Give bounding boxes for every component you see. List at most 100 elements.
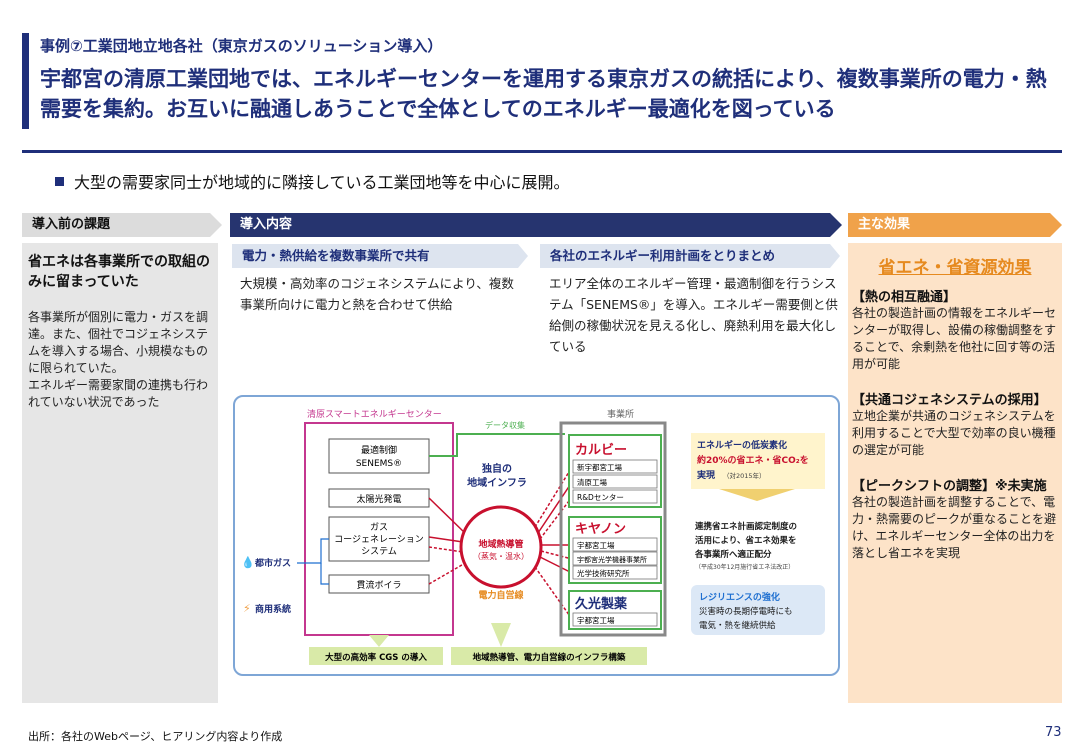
summary-bullet: 大型の需要家同士が地域的に隣接している工業団地等を中心に展開。	[55, 169, 570, 193]
callout-lowcarbon-arrow	[719, 489, 795, 501]
effects-list: 【熱の相互融通】 各社の製造計画の情報をエネルギーセンターが取得し、設備の稼働調…	[852, 286, 1058, 562]
energy-center-title: 清原スマートエネルギーセンター	[307, 408, 442, 420]
cgs-line-2: コージェネレーション	[334, 534, 424, 545]
bottom-arrow-2	[491, 623, 511, 647]
bottom-label-2-box	[451, 647, 647, 665]
source-note: 出所：各社のWebページ、ヒアリング内容より作成	[28, 730, 283, 743]
senems-box	[328, 438, 430, 474]
senems-line-2: SENEMS®	[356, 459, 402, 469]
gas-line-cgs	[297, 538, 329, 564]
bottom-label-1: 大型の高効率 CGS の導入	[325, 652, 427, 663]
cgs-box	[328, 516, 430, 562]
hisamitsu-site-1: 宇都宮工場	[577, 615, 615, 625]
content-sub-header-2: 各社のエネルギー利用計画をとりまとめ	[540, 244, 840, 268]
line-to-canon-2	[540, 550, 573, 560]
effect-heading-1: 【熱の相互融通】	[852, 290, 957, 305]
cgs-line-1: ガス	[370, 522, 388, 533]
callout-plan-4: （平成30年12月施行省エネ法改正）	[695, 563, 794, 571]
callout-resilience-2: 災害時の長期停電時にも	[699, 606, 793, 617]
infra-line-2: 地域インフラ	[467, 476, 527, 489]
canon-site-1-box	[572, 537, 658, 552]
bottom-label-1-box	[309, 647, 443, 665]
content-sub-label-1: 電力・熱供給を複数事業所で共有	[242, 248, 430, 263]
heat-line-cgs	[428, 546, 464, 553]
accent-bar	[22, 33, 29, 129]
section-before: 導入前の課題	[22, 213, 222, 237]
section-effect-label: 主な効果	[858, 217, 911, 232]
solar-label: 太陽光発電	[356, 493, 401, 505]
canon-site-2-box	[572, 551, 658, 566]
grid-label: 商用系統	[255, 603, 291, 615]
line-to-calbee-3	[539, 496, 573, 540]
effect-heading-3: 【ピークシフトの調整】※未実施	[852, 479, 1047, 494]
callout-resilience-1: レジリエンスの強化	[699, 591, 780, 603]
heat-line-boiler	[428, 561, 468, 585]
effect-body-1: 各社の製造計画の情報をエネルギーセンターが取得し、設備の稼働調整をすることで、余…	[852, 306, 1057, 371]
effect-item-2: 【共通コジェネシステムの採用】 立地企業が共通のコジェネシステムを利用することで…	[852, 389, 1058, 459]
calbee-site-2: 清原工場	[577, 477, 607, 487]
energy-diagram-svg: 清原スマートエネルギーセンター 最適制御 SENEMS® 太陽光発電 ガス コー…	[241, 408, 825, 665]
case-title: 事例⑦工業団地立地各社（東京ガスのソリューション導入）	[40, 37, 443, 55]
hisamitsu-name: 久光製薬	[575, 596, 628, 612]
effect-item-1: 【熱の相互融通】 各社の製造計画の情報をエネルギーセンターが取得し、設備の稼働調…	[852, 286, 1058, 373]
line-to-hisamitsu	[534, 566, 573, 620]
content-sub-label-2: 各社のエネルギー利用計画をとりまとめ	[550, 248, 776, 263]
issue-panel	[22, 243, 218, 703]
section-content: 導入内容	[230, 213, 842, 237]
callout-lowcarbon	[691, 433, 825, 489]
issue-body: 各事業所が個別に電力・ガスを調達。また、個社でコジェネシステムを導入する場合、小…	[28, 310, 209, 409]
bullet-square-icon	[55, 177, 64, 186]
calbee-site-3: R&Dセンター	[577, 493, 624, 502]
callout-resilience-3: 電気・熱を継続供給	[699, 620, 776, 631]
canon-site-3-box	[572, 565, 658, 580]
boiler-label: 貫流ボイラ	[356, 579, 401, 591]
calbee-site-1: 新宇都宮工場	[577, 462, 622, 472]
lightning-icon: ⚡	[243, 602, 251, 615]
section-before-label: 導入前の課題	[32, 217, 111, 232]
power-line-cgs	[428, 536, 464, 543]
effect-item-3: 【ピークシフトの調整】※未実施 各社の製造計画を調整することで、電力・熱需要のピ…	[852, 475, 1058, 562]
heat-pipe-label-2: （蒸気・温水）	[473, 551, 529, 561]
canon-site-2: 宇都宮光学機器事業所	[577, 555, 647, 564]
city-gas-label: 都市ガス	[254, 557, 291, 569]
data-collection-label: データ収集	[485, 420, 525, 430]
line-to-calbee-1	[534, 466, 573, 528]
summary-text: 大型の需要家同士が地域的に隣接している工業団地等を中心に展開。	[74, 173, 570, 192]
line-to-calbee-2	[537, 481, 573, 534]
page-number: 73	[1045, 725, 1062, 740]
callout-lowcarbon-4: （対2015年）	[723, 471, 766, 480]
effects-panel	[848, 243, 1062, 703]
effect-body-2: 立地企業が共通のコジェネシステムを利用することで大型で効率の良い機種の選定が可能	[852, 409, 1056, 457]
bottom-label-2: 地域熱導管、電力自営線のインフラ構築	[473, 652, 626, 663]
energy-diagram: 清原スマートエネルギーセンター 最適制御 SENEMS® 太陽光発電 ガス コー…	[233, 395, 840, 676]
effects-headline: 省エネ・省資源効果	[878, 258, 1032, 278]
line-to-canon-3	[539, 556, 573, 574]
header-rule	[22, 150, 1062, 153]
callout-resilience	[691, 585, 825, 635]
heat-pipe-label-1: 地域熱導管	[478, 538, 523, 550]
infra-line-1: 独自の	[482, 462, 512, 475]
content-sub-header-1: 電力・熱供給を複数事業所で共有	[232, 244, 528, 268]
calbee-site-2-box	[572, 474, 658, 489]
callout-lowcarbon-3: 実現	[697, 469, 715, 481]
gas-line-boiler	[320, 563, 329, 585]
canon-name: キヤノン	[575, 522, 626, 537]
offices-title: 事業所	[607, 408, 634, 420]
callout-plan-1: 連携省エネ計画認定制度の	[695, 521, 797, 532]
hisamitsu-site-1-box	[572, 612, 658, 627]
page-headline: 宇都宮の清原工業団地では、エネルギーセンターを運用する東京ガスの統括により、複数…	[40, 67, 1047, 121]
callout-plan-3: 各事業所へ適正配分	[694, 549, 772, 560]
power-line-solar	[428, 497, 468, 536]
calbee-site-3-box	[572, 489, 658, 504]
heat-pipe-circle	[459, 505, 543, 589]
content-text-1: 大規模・高効率のコジェネシステムにより、複数事業所向けに電力と熱を合わせて供給	[240, 276, 514, 312]
canon-site-1: 宇都宮工場	[577, 540, 615, 550]
issue-title: 省エネは各事業所での取組のみに留まっていた	[28, 254, 210, 290]
data-line	[429, 433, 565, 457]
section-effect: 主な効果	[848, 213, 1062, 237]
power-line-label: 電力自営線	[478, 589, 523, 601]
gas-drop-icon: 💧	[241, 556, 255, 569]
calbee-site-1-box	[572, 459, 658, 474]
content-text-2: エリア全体のエネルギー管理・最適制御を行うシステム「SENEMS®」を導入。エネ…	[549, 276, 838, 354]
effect-heading-2: 【共通コジェネシステムの採用】	[852, 393, 1047, 408]
